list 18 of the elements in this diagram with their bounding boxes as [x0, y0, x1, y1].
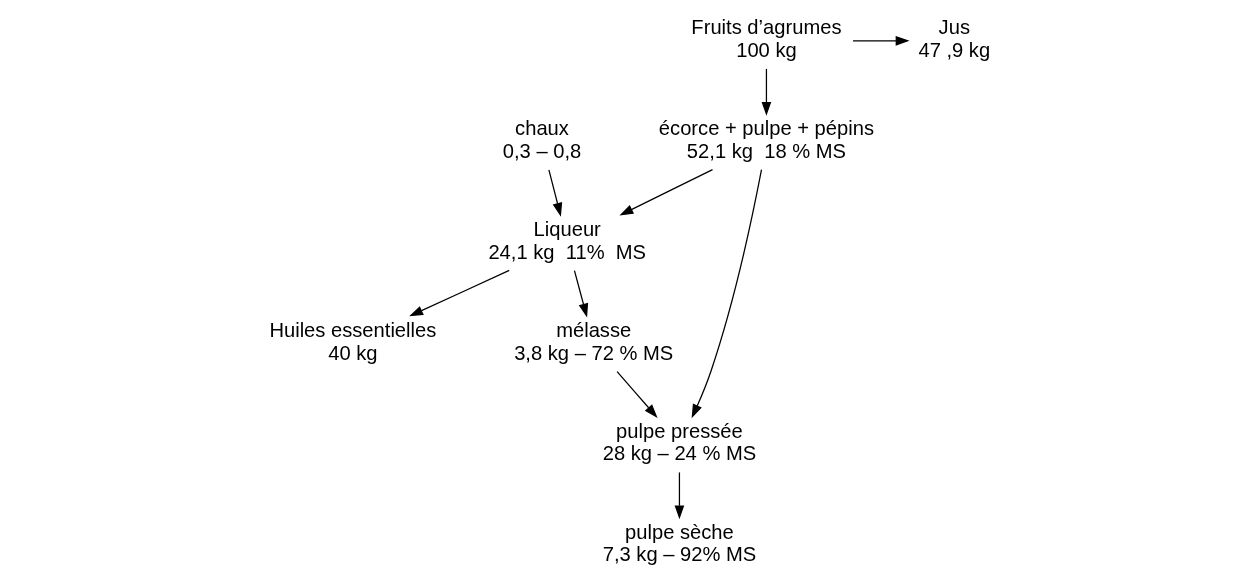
arrow — [674, 471, 685, 520]
node-text: Jus 47 ,9 kg — [918, 16, 991, 61]
node-text: pulpe sèche 7,3 kg – 92% MS — [602, 520, 757, 566]
arrow — [691, 169, 763, 419]
node-text: Fruits d’agrumes 100 kg — [691, 16, 842, 61]
node-text: Liqueur 24,1 kg 11% MS — [488, 218, 647, 263]
arrow — [616, 370, 658, 418]
arrow — [573, 270, 589, 318]
arrow — [548, 169, 563, 217]
arrow — [619, 168, 714, 216]
node-text: pulpe pressée 28 kg – 24 % MS — [602, 419, 757, 465]
arrow — [761, 68, 772, 116]
node-text: Huiles essentielles 40 kg — [269, 318, 437, 364]
node-text: écorce + pulpe + pépins 52,1 kg 18 % MS — [658, 117, 875, 162]
node-text: chaux 0,3 – 0,8 — [502, 117, 582, 162]
arrow — [409, 269, 510, 317]
arrow — [852, 35, 910, 46]
node-text: mélasse 3,8 kg – 72 % MS — [514, 318, 674, 364]
